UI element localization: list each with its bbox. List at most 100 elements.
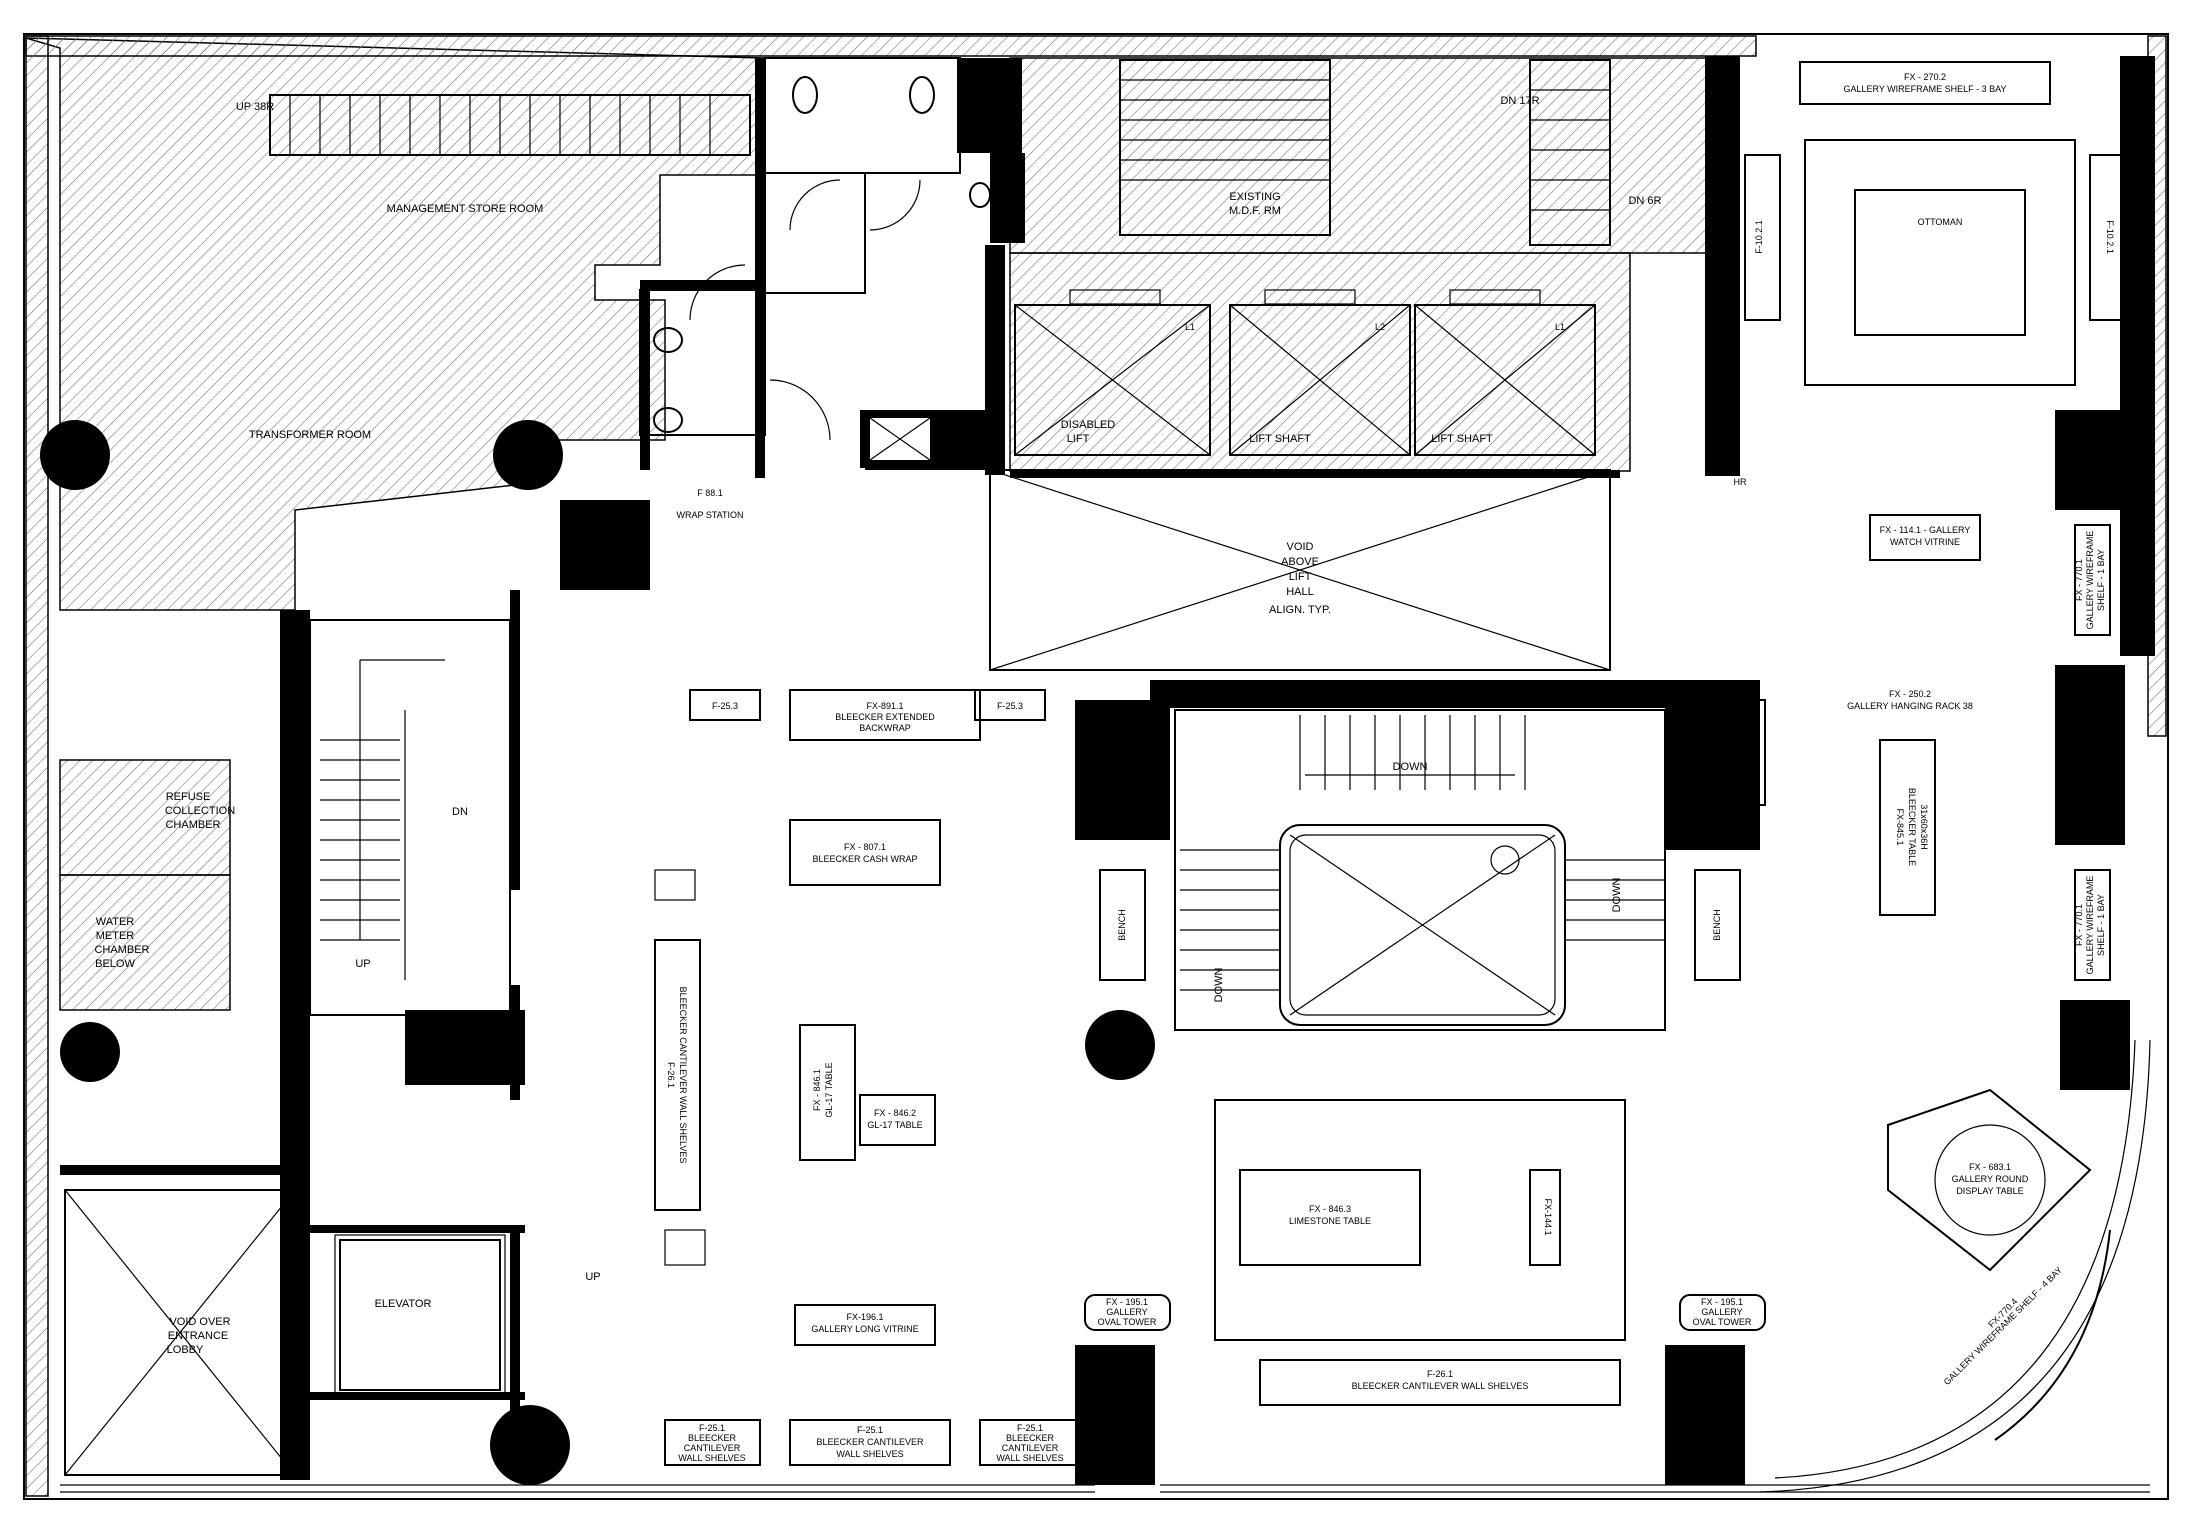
void-lift-line2: ABOVE [1281,556,1319,568]
water-meter-area [59,874,231,1011]
bottom-shelves-3-a: F-25.1 [1017,1423,1043,1433]
fixture-gl-table-2-name: GL-17 TABLE [867,1120,922,1130]
fixture-long-vitrine-name: GALLERY LONG VITRINE [811,1324,918,1334]
toilet [792,76,818,114]
existing-mdf-line1: EXISTING [1229,191,1280,203]
lift-tag-l1b: L1 [1555,322,1565,332]
wc-core [639,57,1000,468]
toilet [653,327,683,353]
water-meter-line1: WATER [96,916,135,928]
wireframe-1bay-b-code: FX - 770.1 [2074,904,2084,946]
wireframe-3bay-name: GALLERY WIREFRAME SHELF - 3 BAY [1843,84,2006,94]
fixture-f253-left: F-25.3 [712,701,738,711]
bottom-shelves-3-b: BLEECKER [1006,1433,1055,1443]
void-lift-line1: VOID [1287,541,1314,553]
bottom-shelves-2-b: BLEECKER CANTILEVER [816,1437,924,1447]
exterior-strip-top [25,35,1757,57]
oval-tower-2-a: FX - 195.1 [1701,1297,1743,1307]
refuse-line1: REFUSE [166,791,211,803]
stair-dn-6r: DN 6R [1628,195,1661,207]
bleecker-shelves-code: F-26.1 [1427,1369,1453,1379]
water-meter-line2: METER [96,930,135,942]
elevator-label: ELEVATOR [375,1298,432,1310]
round-display-code: FX - 683.1 [1969,1162,2011,1172]
columns [40,420,1155,1485]
fixtures [654,61,2126,1466]
wrap-station-code: F 88.1 [697,488,723,498]
room-transformer: TRANSFORMER ROOM [249,429,371,441]
fixture-backwrap-type: BACKWRAP [859,723,911,733]
oval-tower-2-c: OVAL TOWER [1693,1317,1752,1327]
lift-shaft-1: LIFT SHAFT [1249,433,1311,445]
ottoman-label: OTTOMAN [1918,217,1963,227]
water-meter-line3: CHAMBER [94,944,149,956]
bottom-shelves-1-b: BLEECKER [688,1433,737,1443]
bench-2: BENCH [1712,909,1722,941]
stair-up-38r: UP 38R [236,101,274,113]
existing-mdf-line2: M.D.F. RM [1229,205,1281,217]
toilet [909,76,935,114]
f1021-right: F-10.2.1 [2105,220,2115,254]
f1211-left: FX-12.1.1 [1739,732,1749,772]
bottom-shelves-3-d: WALL SHELVES [996,1453,1063,1463]
bleecker-table-tall-code: FX-845.1 [1895,808,1905,845]
f1211-right: FX-12.1.1 [2075,732,2085,772]
oval-tower-2-b: GALLERY [1701,1307,1742,1317]
oval-tower-1-a: FX - 195.1 [1106,1297,1148,1307]
wireframe-1bay-a-code: FX - 770.1 [2074,559,2084,601]
stair-down-2: DOWN [1213,968,1225,1003]
boh-stairs [269,59,1611,1016]
wrap-station-label: WRAP STATION [676,510,743,520]
lift-tag-l2: L2 [1375,322,1385,332]
stair-down-1: DOWN [1393,761,1428,773]
hanging-rack-name: GALLERY HANGING RACK 38 [1847,701,1973,711]
mdf-room-area [1009,57,1711,254]
round-display-name-b: DISPLAY TABLE [1956,1186,2023,1196]
bench-1: BENCH [1117,909,1127,941]
fixture-f253-right: F-25.3 [997,701,1023,711]
fixture-gl-table-1-name: GL-17 TABLE [824,1062,834,1117]
void-entrance-line2: ENTRANCE [168,1330,229,1342]
void-entrance-line1: VOID OVER [169,1316,230,1328]
column [493,420,563,490]
stair-up-1: UP [355,958,370,970]
bleecker-table-tall-size: 31x60x36H [1919,804,1929,850]
bottom-shelves-3-c: CANTILEVER [1002,1443,1059,1453]
limestone-table-code: FX - 846.3 [1309,1204,1351,1214]
bleecker-shelves-name: BLEECKER CANTILEVER WALL SHELVES [1352,1381,1529,1391]
bottom-shelves-2-a: F-25.1 [857,1425,883,1435]
exterior-strip-left [25,35,49,1497]
fixture-wallshelves-left-code: F-26.1 [666,1062,676,1088]
toilet [653,407,683,433]
bottom-shelves-1-d: WALL SHELVES [678,1453,745,1463]
room-management-store: MANAGEMENT STORE ROOM [387,203,544,215]
void-lift-line5: ALIGN. TYP. [1269,604,1331,616]
management-store-room-area [25,37,766,611]
stair-down-3: DOWN [1611,878,1623,913]
column [1085,1010,1155,1080]
wireframe-1bay-b-name: GALLERY WIREFRAME [2085,876,2095,975]
wireframe-1bay-a-type: SHELF - 1 BAY [2096,549,2106,611]
fixture-backwrap-name: BLEECKER EXTENDED [835,712,935,722]
lift-tag-l1a: L1 [1185,322,1195,332]
limestone-table-name: LIMESTONE TABLE [1289,1216,1371,1226]
fixture-cashwrap-code: FX - 807.1 [844,842,886,852]
stair-dn: DN [452,806,468,818]
fixture-cashwrap-name: BLEECKER CASH WRAP [812,854,917,864]
fixture-gl-table-1: FX - 846.1 [812,1069,822,1111]
watch-vitrine-name: WATCH VITRINE [1890,537,1960,547]
fixture-wallshelves-left: BLEECKER CANTILEVER WALL SHELVES [678,987,688,1164]
fixture-gl-table-2: FX - 846.2 [874,1108,916,1118]
lift-shafts [1014,289,1596,456]
perimeter-walls [23,33,2169,1500]
oval-tower-1-b: GALLERY [1106,1307,1147,1317]
column [490,1405,570,1485]
f1021-left: F-10.2.1 [1754,220,1764,254]
stair-dn-17r: DN 17R [1500,95,1539,107]
column [60,1022,120,1082]
column [40,420,110,490]
round-display-name-a: GALLERY ROUND [1952,1174,2029,1184]
disabled-lift-line2: LIFT [1067,433,1090,445]
void-lift-line4: HALL [1286,586,1314,598]
wireframe-4bay-name: GALLERY WIREFRAME SHELF - 4 BAY [1942,1265,2064,1387]
